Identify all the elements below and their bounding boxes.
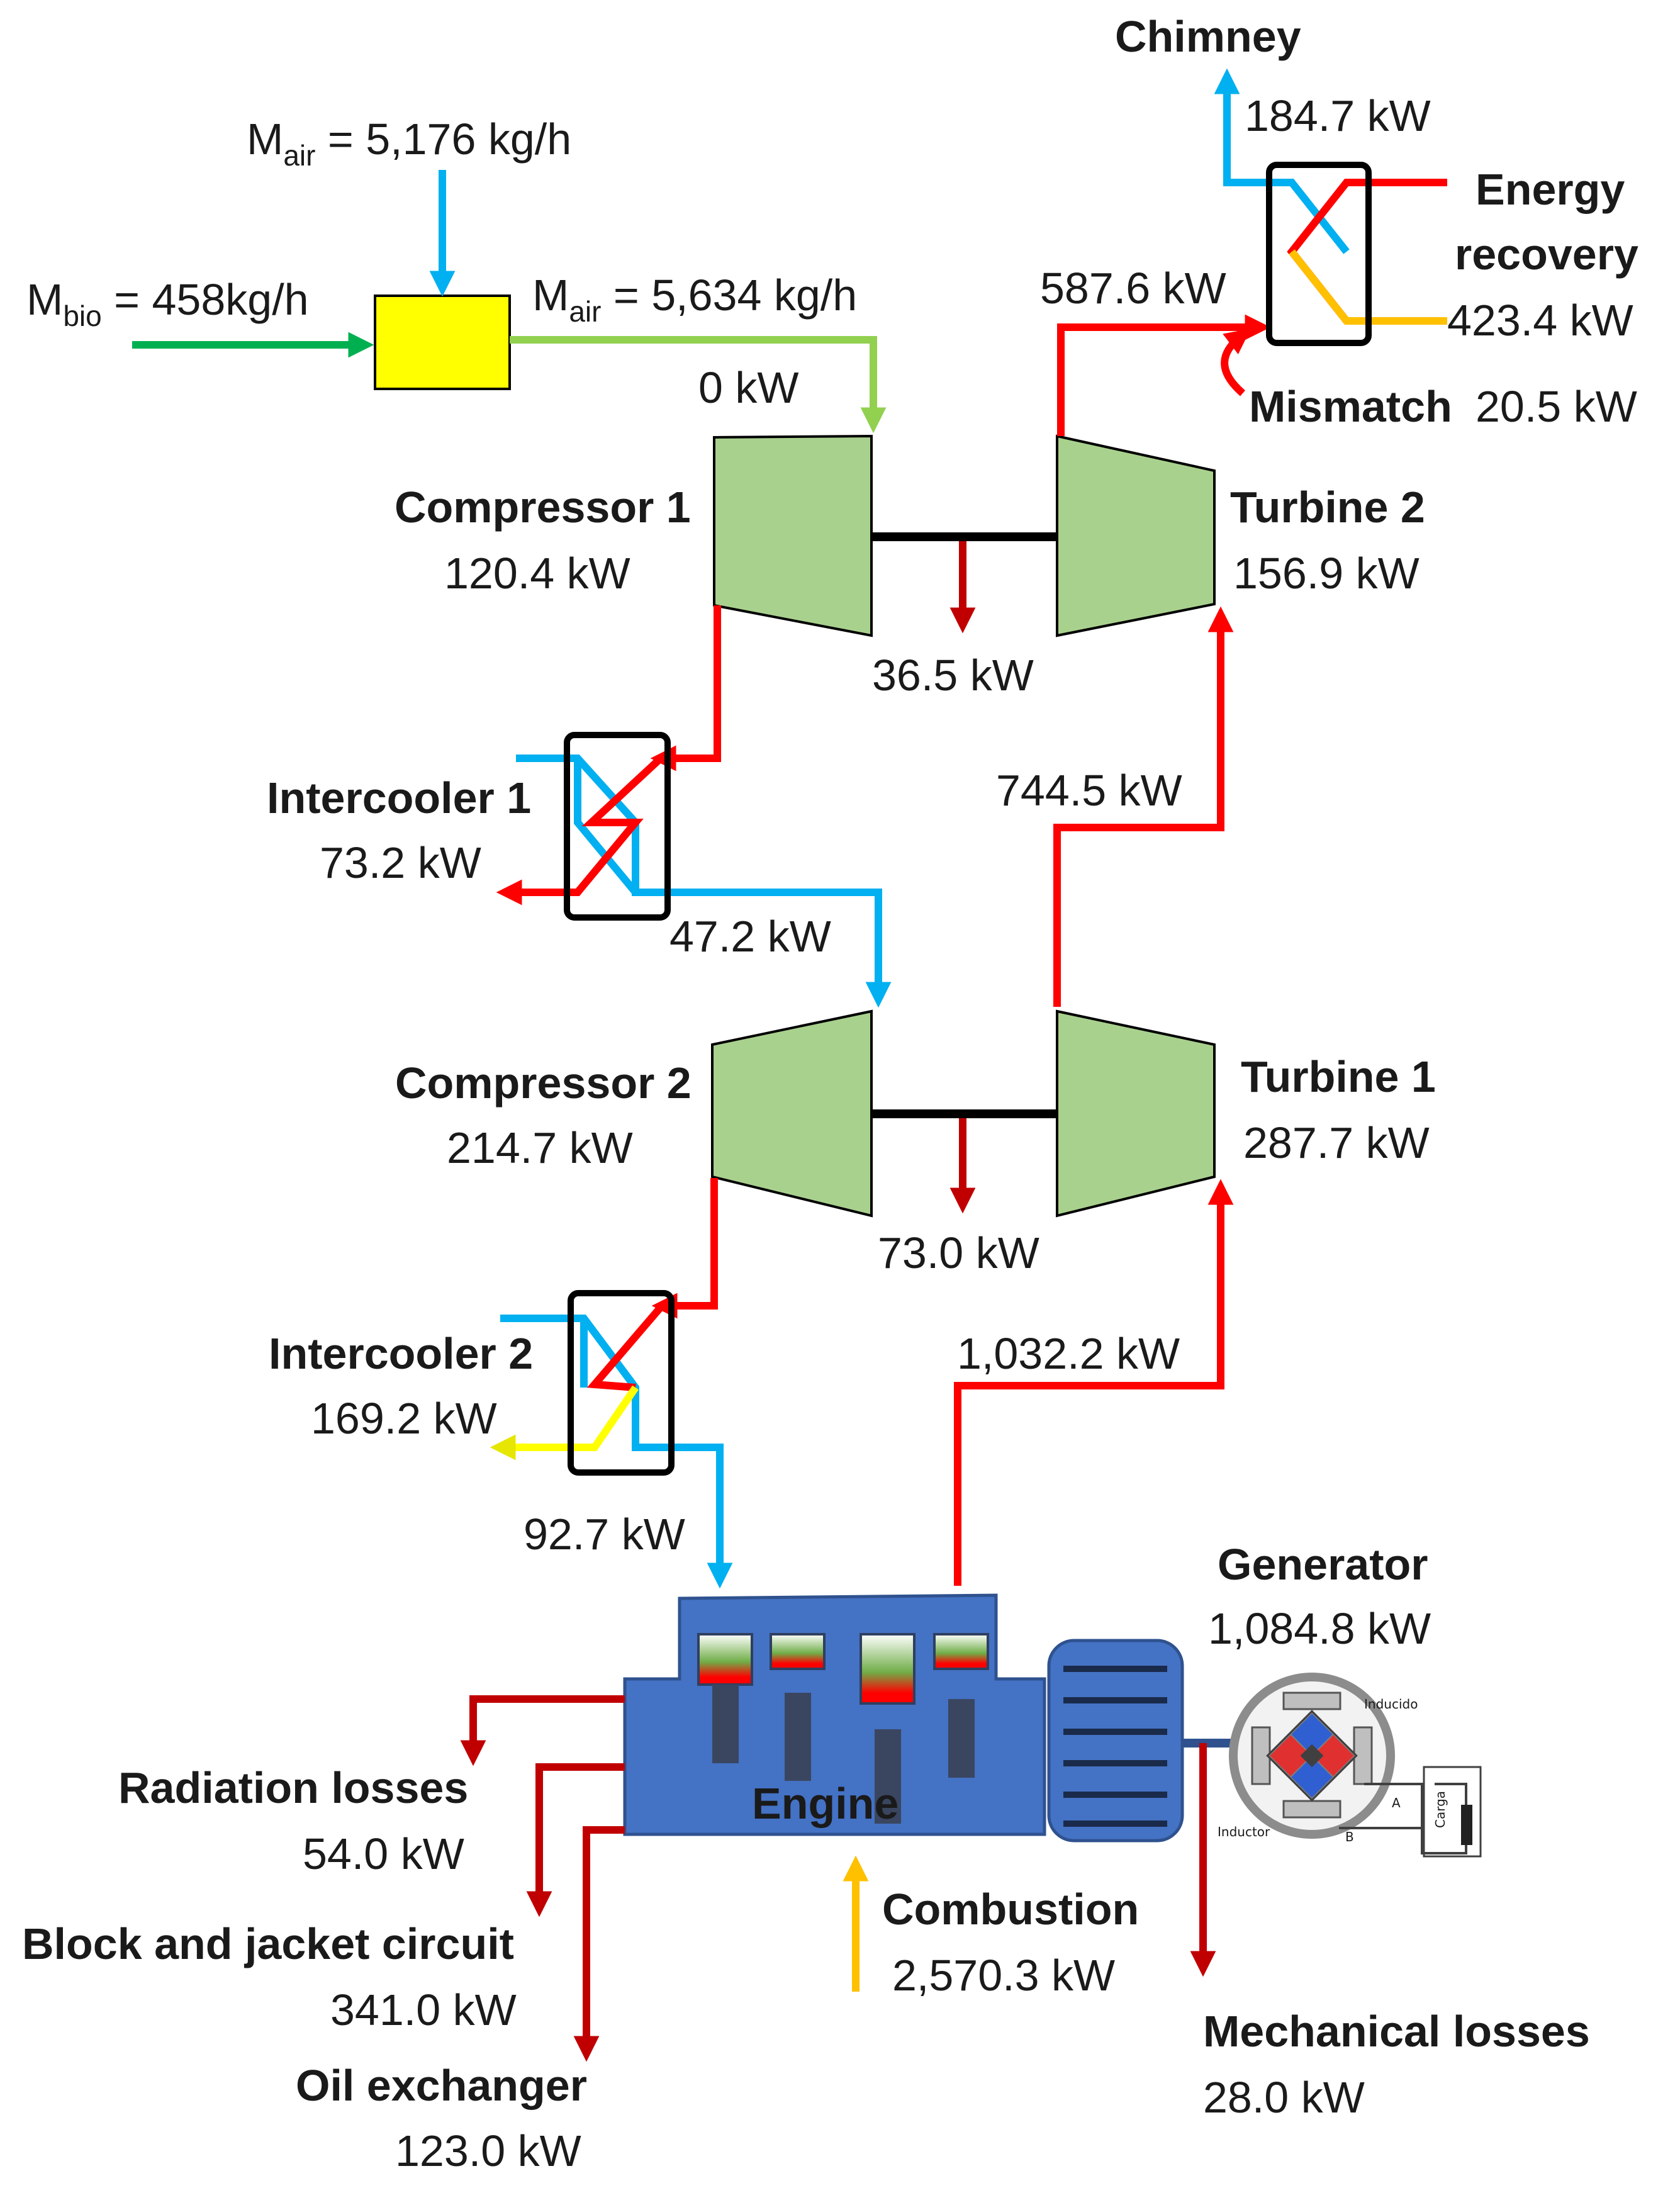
intercooler-2-value: 169.2 kW — [311, 1394, 497, 1443]
mechanical-loss-label: Mechanical losses — [1203, 2007, 1590, 2056]
intercooler-1-cold-in — [516, 755, 892, 1008]
generator-inducido-label: Inducido — [1364, 1697, 1418, 1712]
intercooler-1 — [496, 732, 892, 1008]
engine-exhaust-value: 1,032.2 kW — [957, 1329, 1180, 1378]
intercooler-2-coolant-out — [490, 1385, 639, 1461]
intercooler-1-frame — [564, 732, 671, 921]
generator-value: 1,084.8 kW — [1208, 1604, 1431, 1653]
energy-recovery-label-2: recovery — [1455, 230, 1638, 279]
chimney-label: Chimney — [1115, 12, 1301, 61]
intercooler-1-label: Intercooler 1 — [267, 773, 531, 822]
mixed-air-line — [510, 336, 887, 434]
compressor-2-outlet-line — [651, 1178, 718, 1319]
generator-coupling — [1047, 1639, 1233, 1843]
turbine-1-to-turbine-2-value: 744.5 kW — [996, 766, 1182, 815]
compressor-1-shape — [713, 434, 873, 637]
turbine-1-shape — [1056, 1009, 1216, 1218]
intercooler-1-outlet-value: 47.2 kW — [669, 912, 831, 961]
generator-schematic — [1229, 1673, 1482, 1858]
energy-recovery-value: 423.4 kW — [1447, 296, 1633, 345]
intercooler-2-label: Intercooler 2 — [269, 1329, 533, 1378]
piston-3 — [860, 1633, 916, 1824]
shaft-2-loss-value: 73.0 kW — [878, 1228, 1039, 1277]
air-inlet-label: Mair = 5,176 kg/h — [247, 115, 571, 172]
intercooler-1-value: 73.2 kW — [320, 838, 481, 887]
energy-recovery-label-1: Energy — [1476, 165, 1625, 214]
mixer-outlet-value: 0 kW — [698, 363, 798, 412]
generator-terminal-b: B — [1345, 1829, 1354, 1844]
intercooler-2-outlet-value: 92.7 kW — [524, 1510, 685, 1559]
generator-terminal-a: A — [1392, 1795, 1401, 1810]
generator-label: Generator — [1218, 1540, 1428, 1589]
engine-label: Engine — [752, 1779, 899, 1828]
piston-4 — [933, 1633, 989, 1778]
oil-exchanger-value: 123.0 kW — [395, 2126, 581, 2175]
combustion-value: 2,570.3 kW — [892, 1951, 1115, 2000]
intercooler-2-hot-zig — [586, 1303, 665, 1391]
turbine-1-value: 287.7 kW — [1243, 1118, 1430, 1167]
turbine-2-shape — [1056, 434, 1216, 637]
recovery-orange-zig — [1289, 249, 1447, 325]
mismatch-value: 20.5 kW — [1476, 382, 1637, 431]
turbine-1-to-turbine-2-line — [1053, 606, 1234, 1007]
recovery-exchanger — [1214, 68, 1447, 396]
compressor-2-label: Compressor 2 — [395, 1058, 692, 1108]
mismatch-label: Mismatch — [1249, 382, 1452, 431]
shaft-1-loss-value: 36.5 kW — [872, 651, 1034, 700]
generator-carga-label: Carga — [1433, 1791, 1448, 1828]
compressor-1-label: Compressor 1 — [395, 483, 691, 532]
compressor-1-outlet-line — [650, 605, 721, 771]
intercooler-1-hot-zig — [496, 755, 664, 906]
turbine-1-label: Turbine 1 — [1241, 1052, 1436, 1101]
combustion-label: Combustion — [882, 1885, 1139, 1934]
turbine-2-value: 156.9 kW — [1233, 549, 1420, 598]
mismatch-arrow — [1221, 328, 1252, 396]
radiation-loss-value: 54.0 kW — [303, 1829, 464, 1878]
oil-exchanger-label: Oil exchanger — [296, 2061, 587, 2110]
mechanical-loss-value: 28.0 kW — [1203, 2073, 1365, 2122]
piston-1 — [697, 1633, 753, 1763]
recovery-exchanger-frame — [1266, 162, 1372, 346]
compressor-2-value: 214.7 kW — [447, 1123, 633, 1172]
biomass-inlet-label: Mbio = 458kg/h — [26, 275, 309, 332]
compressor-1-value: 120.4 kW — [444, 549, 630, 598]
radiation-loss-line — [460, 1695, 625, 1766]
intercooler-2-frame — [568, 1290, 675, 1476]
block-jacket-label: Block and jacket circuit — [22, 1919, 514, 1968]
generator-inductor-label: Inductor — [1218, 1824, 1270, 1839]
block-jacket-line — [526, 1763, 625, 1917]
mixer-box — [374, 295, 511, 390]
chimney-value: 184.7 kW — [1245, 91, 1431, 140]
block-jacket-value: 341.0 kW — [330, 1985, 517, 2034]
turbine-2-outlet-value: 587.6 kW — [1040, 264, 1226, 313]
intercooler-1-cold-zig — [574, 758, 639, 895]
compressor-2-shape — [711, 1009, 873, 1218]
mixer — [374, 295, 511, 390]
intercooler-2 — [490, 1290, 733, 1589]
turbine-2-label: Turbine 2 — [1230, 483, 1425, 532]
oil-exchanger-line — [573, 1826, 625, 2062]
engine-exhaust-line — [954, 1179, 1234, 1586]
turbine-2-outlet-line — [1057, 314, 1271, 436]
piston-2 — [770, 1633, 826, 1781]
mixed-air-label: Mair = 5,634 kg/h — [532, 271, 857, 328]
engine-block — [623, 1593, 1046, 1836]
radiation-loss-label: Radiation losses — [118, 1763, 468, 1812]
